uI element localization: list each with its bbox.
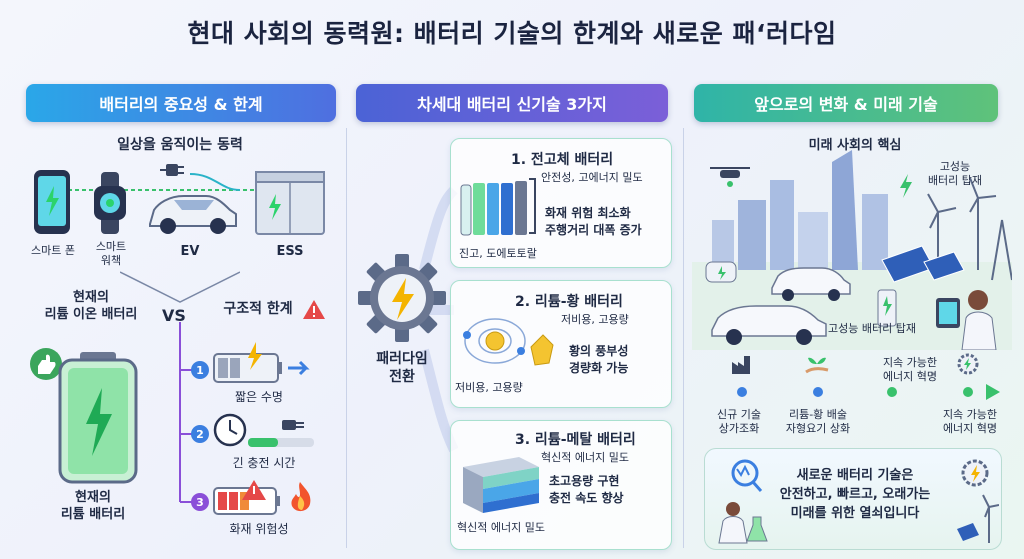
card-solid-state: 1. 전고체 배터리 안전성, 고에너지 밀도 화재 위험 최소화 주행거리 대…: [450, 138, 672, 268]
future-city-illustration: [692, 150, 1012, 350]
timeline-arrow: [716, 384, 1000, 400]
smartphone-icon: [34, 170, 70, 234]
ev-car-icon: [149, 195, 237, 234]
paradigm-shift-label: 패러다임 전환: [376, 351, 428, 386]
vs-label: VS: [162, 306, 186, 325]
limit-number-1: 1: [191, 361, 209, 379]
timeline-label-2: 리튬-황 배술 자형요기 상화: [785, 408, 851, 435]
limit-label-2: 긴 충전 시간: [232, 456, 296, 470]
scientist-icon: [718, 459, 768, 544]
header-future: 앞으로의 변화 & 미래 기술: [694, 84, 998, 122]
card1-main: 화재 위험 최소화 주행거리 대폭 증가: [545, 206, 642, 238]
label-high-perf-car: 고성능 배터리 탑재: [828, 322, 916, 335]
card3-title: 3. 리튬-메탈 배터리: [515, 432, 636, 448]
label-ess: ESS: [276, 244, 304, 259]
plug-icon: [160, 164, 184, 176]
ess-cabinet-icon: [255, 171, 325, 235]
daily-power-title: 일상을 움직이는 동력: [117, 137, 243, 153]
divider-2: [683, 128, 684, 548]
header-next-gen: 차세대 배터리 신기술 3가지: [356, 84, 668, 122]
card2-title: 2. 리튬-황 배터리: [515, 294, 623, 310]
card2-caption: 저비용, 고용량: [455, 381, 523, 394]
card1-caption: 진고, 도에토토랄: [459, 247, 537, 260]
limit-number-3: 3: [191, 493, 209, 511]
card3-main: 초고용량 구현 충전 속도 향상: [549, 474, 624, 506]
gear-icon: [358, 254, 446, 342]
label-ev: EV: [180, 244, 200, 259]
future-core-title: 미래 사회의 핵심: [808, 138, 902, 153]
bolt-icon: [900, 174, 912, 198]
timeline-label-3: 지속 가능한 에너지 혁명: [942, 408, 998, 435]
label-current-li-ion: 현재의 리튬 이온 배터리: [44, 290, 138, 322]
limit-label-3: 화재 위험성: [229, 522, 289, 536]
conclusion-box: 새로운 배터리 기술은 안전하고, 빠르고, 오래가는 미래를 위한 열쇠입니다: [704, 448, 1002, 550]
solid-state-cell-icon: [460, 178, 536, 236]
card1-title: 1. 전고체 배터리: [511, 152, 614, 168]
large-battery-icon: [30, 348, 138, 484]
card-lithium-metal: 3. 리튬-메탈 배터리 혁신적 에너지 밀도 초고용량 구현 충전 속도 향상…: [450, 420, 672, 550]
card-lithium-sulfur: 2. 리튬-황 배터리 저비용, 고용량 황의 풍부성 경량화 가능 저비용, …: [450, 280, 672, 408]
factory-icon: [732, 356, 750, 374]
card3-caption: 혁신적 에너지 밀도: [457, 521, 545, 534]
fire-risk-battery-icon: [213, 480, 311, 515]
timeline-label-top: 지속 가능한 에너지 혁명: [882, 356, 938, 383]
timeline-label-1: 신규 기술 상가조화: [717, 408, 761, 435]
warning-icon: [303, 300, 325, 319]
limit-number-2: 2: [191, 425, 209, 443]
card3-sub: 혁신적 에너지 밀도: [541, 451, 629, 464]
short-life-battery-icon: [213, 342, 310, 383]
conclusion-text: 새로운 배터리 기술은 안전하고, 빠르고, 오래가는 미래를 위한 열쇠입니다: [779, 468, 931, 521]
smartwatch-icon: [94, 172, 126, 234]
plant-hand-icon: [805, 357, 829, 374]
limit-label-1: 짧은 수명: [235, 390, 283, 404]
renewable-icons: [957, 459, 999, 543]
card2-sub: 저비용, 고용량: [561, 313, 629, 326]
divider-1: [346, 128, 347, 548]
sulfur-atom-icon: [463, 318, 554, 366]
clock-charge-icon: [213, 413, 314, 447]
label-phone: 스마트 폰: [31, 244, 75, 257]
eco-gear-icon: [957, 353, 979, 375]
header-importance: 배터리의 중요성 & 한계: [26, 84, 336, 122]
card2-main: 황의 풍부성 경량화 가능: [569, 344, 629, 376]
card1-sub: 안전성, 고에너지 밀도: [541, 171, 643, 184]
label-high-perf-top: 고성능 배터리 탑재: [927, 160, 983, 187]
structural-limits-title: 구조적 한계: [223, 301, 293, 317]
label-watch: 스마트 워책: [95, 240, 127, 267]
metal-layer-icon: [463, 457, 539, 513]
page-title: 현대 사회의 동력원: 배터리 기술의 한계와 새로운 패‘러다임: [187, 19, 837, 48]
label-current-li-battery: 현재의 리튬 배터리: [60, 490, 126, 522]
